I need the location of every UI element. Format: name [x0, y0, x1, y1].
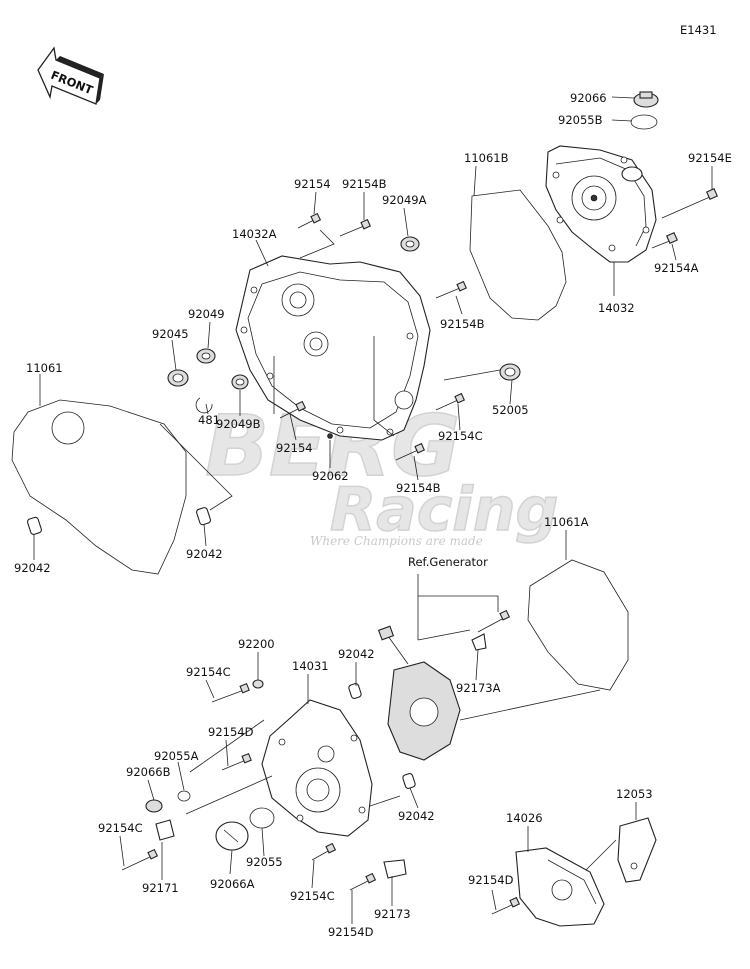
bolt-92154A[interactable]: [651, 231, 679, 249]
clutch-cover-14032[interactable]: [545, 145, 657, 263]
label-92154B-mid[interactable]: 92154B: [440, 317, 485, 331]
bolt-92154D-right[interactable]: [491, 896, 521, 915]
label-92173A[interactable]: 92173A: [456, 681, 501, 695]
label-92154C-bot[interactable]: 92154C: [290, 889, 335, 903]
label-14032A[interactable]: 14032A: [232, 227, 277, 241]
bearing-92045[interactable]: [167, 369, 189, 387]
front-arrow-icon: FRONT: [37, 46, 104, 105]
diagram-code: E1431: [680, 23, 717, 37]
generator-cover-14031[interactable]: [261, 699, 373, 837]
label-92154D-bot[interactable]: 92154D: [328, 925, 374, 939]
label-92154-top[interactable]: 92154: [294, 177, 331, 191]
clamp-92171: [155, 819, 175, 841]
bolt-92154-mid[interactable]: [279, 400, 307, 419]
label-92055A[interactable]: 92055A: [154, 749, 199, 763]
stator-generator[interactable]: [377, 625, 461, 761]
dowel-92042-left[interactable]: [27, 516, 42, 536]
gasket-11061: [11, 399, 187, 575]
label-92055B[interactable]: 92055B: [558, 113, 603, 127]
seal-92049[interactable]: [196, 348, 216, 364]
label-92154A[interactable]: 92154A: [654, 261, 699, 275]
dowel-92042-mid[interactable]: [196, 507, 211, 526]
label-92049A[interactable]: 92049A: [382, 193, 427, 207]
label-14031[interactable]: 14031: [292, 659, 329, 673]
label-92042-gen[interactable]: 92042: [338, 647, 375, 661]
bolt-92154C-low[interactable]: [121, 848, 159, 871]
part-labels: 92066 92055B 11061B 92154E 92154 92154B …: [14, 91, 732, 939]
crankcase-cover-14032A[interactable]: [235, 255, 431, 441]
label-92049B[interactable]: 92049B: [216, 417, 261, 431]
o-ring-92055: [249, 807, 275, 829]
label-481[interactable]: 481: [198, 413, 220, 427]
label-11061A[interactable]: 11061A: [544, 515, 589, 529]
gasket-11061A: [527, 559, 629, 691]
label-92062[interactable]: 92062: [312, 469, 349, 483]
label-92154C-low[interactable]: 92154C: [98, 821, 143, 835]
label-92045[interactable]: 92045: [152, 327, 189, 341]
watermark-tagline: Where Champions are made: [310, 534, 483, 548]
plug-92066B[interactable]: [145, 799, 163, 813]
guide-12053[interactable]: [617, 817, 657, 883]
bolt-92154B-bot[interactable]: [395, 442, 426, 461]
bolt-92154C-gen[interactable]: [211, 683, 250, 703]
label-92049[interactable]: 92049: [188, 307, 225, 321]
bolt-92154B-top[interactable]: [339, 218, 372, 237]
label-92042-low[interactable]: 92042: [398, 809, 435, 823]
label-92154B-bot[interactable]: 92154B: [396, 481, 441, 495]
label-92066-top[interactable]: 92066: [570, 91, 607, 105]
seal-52005[interactable]: [499, 363, 521, 381]
gasket-11061B: [469, 189, 567, 321]
oil-filler-cap-92066[interactable]: [633, 91, 659, 108]
label-92173[interactable]: 92173: [374, 907, 411, 921]
label-12053[interactable]: 12053: [616, 787, 653, 801]
bolt-92154C-top[interactable]: [435, 392, 466, 411]
label-14026[interactable]: 14026: [506, 811, 543, 825]
label-92154C-top[interactable]: 92154C: [438, 429, 483, 443]
o-ring-92055B: [630, 114, 658, 130]
label-92154C-gen[interactable]: 92154C: [186, 665, 231, 679]
o-ring-92055A: [177, 790, 191, 802]
label-92154E[interactable]: 92154E: [688, 151, 732, 165]
label-92154D-gen[interactable]: 92154D: [208, 725, 254, 739]
bolt-92154E[interactable]: [661, 187, 719, 219]
label-92154D-right[interactable]: 92154D: [468, 873, 514, 887]
clamp-92173: [383, 859, 407, 879]
label-92055[interactable]: 92055: [246, 855, 283, 869]
dowel-92062: [327, 433, 333, 439]
label-92200[interactable]: 92200: [238, 637, 275, 651]
plug-92066A[interactable]: [215, 821, 249, 851]
circlip-481: [195, 397, 213, 414]
bolt-92154-top[interactable]: [297, 212, 322, 229]
bolt-92154C-bot[interactable]: [311, 842, 337, 861]
clamp-92173A: [471, 633, 487, 651]
label-92042-left[interactable]: 92042: [14, 561, 51, 575]
label-92154B-top[interactable]: 92154B: [342, 177, 387, 191]
label-92042-mid[interactable]: 92042: [186, 547, 223, 561]
label-14032[interactable]: 14032: [598, 301, 635, 315]
seal-92049B[interactable]: [231, 374, 249, 390]
label-11061B[interactable]: 11061B: [464, 151, 509, 165]
sprocket-cover-14026[interactable]: [515, 847, 605, 927]
bolt-92154D-bot[interactable]: [349, 872, 377, 891]
dowel-92042-gen[interactable]: [348, 683, 362, 699]
gasket-11061-bore: [51, 411, 85, 445]
label-92066B[interactable]: 92066B: [126, 765, 171, 779]
leader-lines: [33, 96, 713, 924]
bolt-92154-gen[interactable]: [477, 609, 511, 633]
dowel-92042-low[interactable]: [402, 773, 416, 789]
label-11061[interactable]: 11061: [26, 361, 63, 375]
label-92171[interactable]: 92171: [142, 881, 179, 895]
washer-92200: [252, 679, 264, 689]
label-ref-generator[interactable]: Ref.Generator: [408, 555, 488, 569]
label-92066A[interactable]: 92066A: [210, 877, 255, 891]
seal-92049A[interactable]: [400, 236, 420, 252]
watermark-brand-racing: Racing: [330, 475, 559, 545]
bolt-92154D-gen[interactable]: [221, 753, 252, 771]
label-52005[interactable]: 52005: [492, 403, 529, 417]
bolt-92154B-mid[interactable]: [435, 280, 468, 299]
label-92154-mid[interactable]: 92154: [276, 441, 313, 455]
